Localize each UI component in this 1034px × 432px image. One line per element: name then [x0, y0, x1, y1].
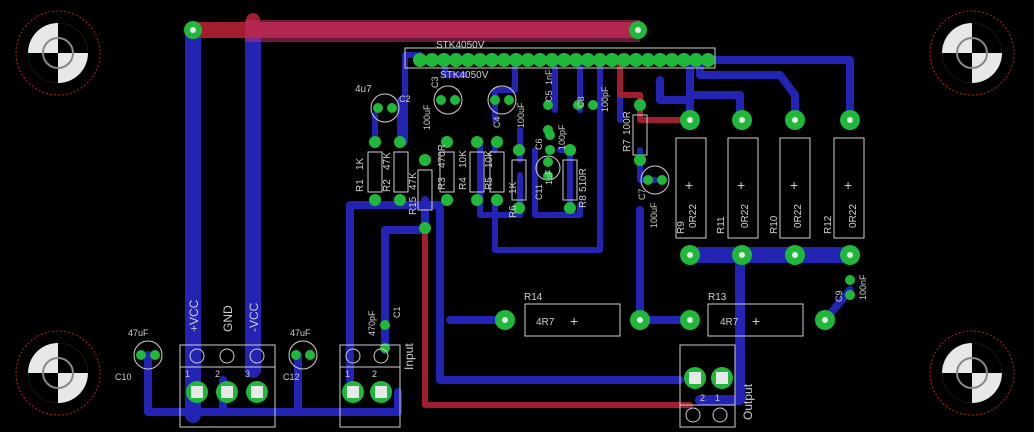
mounting-hole-bottom-left	[15, 330, 101, 416]
r11-label: R11	[716, 216, 727, 234]
r9-label: R9	[676, 221, 687, 234]
capacitors: 4u7 C2 C3 100uF C4 100uF C5 1nF C6 100pF…	[115, 69, 868, 382]
c6-label: C6	[534, 138, 544, 150]
mounting-hole-top-right	[929, 10, 1015, 96]
r8-label: R8	[578, 195, 589, 208]
r15-label: R15	[408, 196, 419, 215]
r14-label: R14	[524, 292, 543, 303]
r12-value: 0R22	[848, 204, 859, 228]
r10-value: 0R22	[793, 204, 804, 228]
r3-label: R3	[437, 177, 448, 190]
bottom-layer-traces	[144, 22, 858, 423]
output-label: Output	[741, 383, 755, 420]
power-connector: 1 2 3 +VCC GND -VCC	[179, 299, 276, 428]
r6-value: 1K	[508, 181, 519, 194]
gnd-label: GND	[221, 305, 235, 332]
top-bus-overlay	[245, 20, 640, 42]
r4-label: R4	[458, 177, 469, 190]
input-connector: 1 2 Input	[339, 343, 416, 428]
c9-value: 100nF	[858, 274, 868, 300]
r10-label: R10	[769, 215, 780, 234]
r13-label: R13	[708, 292, 727, 303]
c12-value: 47uF	[290, 328, 311, 338]
r4-value: 10K	[458, 150, 469, 168]
r3-value: 470R	[437, 144, 448, 168]
svg-text:+: +	[685, 177, 693, 193]
r2-value: 47K	[382, 152, 393, 170]
r6-label: R6	[508, 205, 519, 218]
c7-value: 100uF	[649, 202, 659, 228]
ic-label-bottom: STK4050V	[440, 70, 489, 81]
r7-label: R7	[622, 139, 633, 152]
power-resistors: + + + + 0R22 0R22 0R22 0R22 R9 R11 R10 R…	[675, 110, 865, 265]
r2-label: R2	[382, 179, 393, 192]
input-pin2: 2	[372, 369, 377, 379]
mounting-hole-bottom-right	[929, 330, 1015, 416]
vcc-pos-label: +VCC	[187, 299, 201, 332]
small-resistors: R1 1K R2 47K R15 47K R3 470R R4 10K R5 1…	[355, 99, 648, 234]
svg-text:+: +	[844, 177, 852, 193]
r5-value: 10K	[484, 150, 495, 168]
svg-text:+: +	[737, 177, 745, 193]
power-pin3: 3	[245, 369, 250, 379]
c3-value: 100uF	[422, 104, 432, 130]
output-pin2: 2	[700, 393, 705, 403]
power-pin1: 1	[185, 369, 190, 379]
c2-value: 4u7	[355, 84, 372, 95]
svg-text:+: +	[790, 177, 798, 193]
c8-value: 100pF	[600, 86, 610, 112]
power-pin2: 2	[215, 369, 220, 379]
r9-value: 0R22	[688, 204, 699, 228]
output-pin1: 1	[715, 393, 720, 403]
c11-value: 1uF	[544, 169, 554, 185]
resistors-r13-r14: R14 4R7 + R13 4R7 +	[495, 292, 835, 337]
c4-label: C4	[492, 116, 502, 128]
r12-label: R12	[823, 215, 834, 234]
c10-label: C10	[115, 372, 132, 382]
mounting-hole-top-left	[15, 10, 101, 96]
r1-value: 1K	[355, 157, 366, 170]
r13-value: 4R7	[720, 317, 739, 328]
c6-value: 100pF	[557, 124, 567, 150]
c1-value: 470pF	[367, 310, 377, 336]
output-connector: 1 2 Output	[679, 344, 755, 428]
input-pin1: 1	[345, 369, 350, 379]
c5-label: C5	[544, 90, 554, 102]
c4-value: 100uF	[516, 102, 526, 128]
c2-label: C2	[399, 94, 411, 104]
input-label: Input	[402, 343, 416, 370]
c5-value: 1nF	[544, 69, 554, 85]
r15-value: 47K	[408, 172, 419, 190]
ic-label-top: STK4050V	[436, 40, 485, 51]
r8-value: 510R	[578, 168, 589, 192]
c12-label: C12	[283, 372, 300, 382]
c9-label: C9	[834, 290, 844, 302]
r7-value: 100R	[622, 111, 633, 135]
c1-label: C1	[392, 306, 402, 318]
r14-value: 4R7	[536, 317, 555, 328]
r11-value: 0R22	[740, 204, 751, 228]
r5-label: R5	[484, 177, 495, 190]
c7-label: C7	[637, 188, 647, 200]
ic-stk4050v: STK4050V STK4050V	[404, 40, 716, 81]
c11-label: C11	[534, 184, 544, 200]
svg-text:+: +	[752, 313, 760, 329]
vcc-neg-label: -VCC	[247, 302, 261, 332]
c10-value: 47uF	[128, 328, 149, 338]
bus-pads	[184, 21, 647, 39]
c3-label: C3	[430, 76, 440, 88]
c8-label: C8	[576, 96, 586, 108]
svg-text:+: +	[570, 313, 578, 329]
r1-label: R1	[355, 179, 366, 192]
